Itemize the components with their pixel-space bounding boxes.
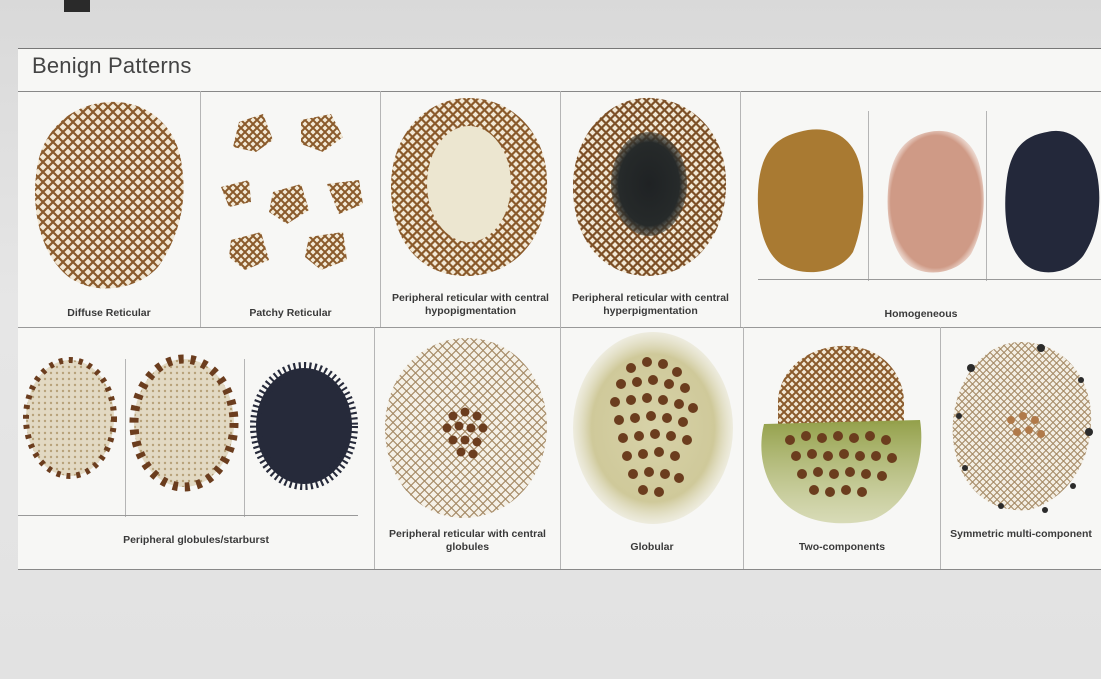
reticular-patch bbox=[305, 232, 347, 270]
caption-peripheral-globules-starburst: Peripheral globules/starburst bbox=[18, 534, 374, 547]
reticular-patch bbox=[221, 180, 251, 207]
hyperpigmented-center bbox=[611, 132, 687, 236]
panel-peripheral-central-globules: Peripheral reticular with central globul… bbox=[375, 328, 560, 569]
panel-peripheral-hypopigmentation: Peripheral reticular with central hypopi… bbox=[381, 92, 560, 327]
panel-symmetric-multicomponent: Symmetric multi-component bbox=[941, 328, 1101, 569]
caption-symmetric-multicomponent: Symmetric multi-component bbox=[941, 528, 1101, 541]
globule-rimmed-lesion bbox=[134, 359, 234, 487]
homogeneous-illustration bbox=[741, 92, 1101, 327]
top-edge-mark bbox=[64, 0, 90, 12]
panel-diffuse-reticular: Diffuse Reticular bbox=[18, 92, 200, 327]
starburst-lesion bbox=[256, 368, 352, 484]
peripheral-globules-illustration bbox=[18, 328, 374, 569]
globular-illustration bbox=[561, 328, 743, 569]
reticular-patch bbox=[229, 232, 269, 270]
diffuse-reticular-illustration bbox=[18, 92, 200, 327]
panel-peripheral-globules-starburst: Peripheral globules/starburst bbox=[18, 328, 374, 569]
homogeneous-navy-lesion bbox=[1005, 131, 1099, 272]
panel-two-components: Two-components bbox=[744, 328, 940, 569]
figure-title: Benign Patterns bbox=[32, 53, 192, 79]
caption-globular: Globular bbox=[561, 541, 743, 554]
caption-diffuse-reticular: Diffuse Reticular bbox=[18, 307, 200, 320]
caption-peripheral-hyperpigmentation: Peripheral reticular with central hyperp… bbox=[561, 292, 740, 318]
panel-peripheral-hyperpigmentation: Peripheral reticular with central hyperp… bbox=[561, 92, 740, 327]
globule-rimmed-lesion bbox=[26, 360, 114, 476]
panel-homogeneous: Homogeneous bbox=[741, 92, 1101, 327]
reticular-network bbox=[385, 338, 547, 518]
caption-peripheral-hypopigmentation: Peripheral reticular with central hypopi… bbox=[381, 292, 560, 318]
caption-two-components: Two-components bbox=[744, 541, 940, 554]
homogeneous-brown-lesion bbox=[758, 129, 863, 272]
patchy-reticular-illustration bbox=[201, 92, 380, 327]
two-components-illustration bbox=[744, 328, 940, 569]
benign-patterns-figure: Benign Patterns Diffuse Reticular bbox=[18, 48, 1101, 570]
hypopigmented-center bbox=[427, 126, 511, 242]
globular-halo bbox=[573, 332, 733, 524]
panel-globular: Globular bbox=[561, 328, 743, 569]
panel-patchy-reticular: Patchy Reticular bbox=[201, 92, 380, 327]
reticular-patch bbox=[269, 184, 309, 224]
reticular-network bbox=[35, 102, 184, 289]
caption-peripheral-central-globules: Peripheral reticular with central globul… bbox=[375, 528, 560, 554]
reticular-half bbox=[778, 346, 904, 424]
reticular-patch bbox=[327, 180, 363, 214]
caption-patchy-reticular: Patchy Reticular bbox=[201, 307, 380, 320]
homogeneous-pink-lesion bbox=[888, 131, 984, 273]
reticular-patch bbox=[233, 114, 273, 152]
reticular-patch bbox=[301, 114, 343, 152]
caption-homogeneous: Homogeneous bbox=[741, 308, 1101, 321]
